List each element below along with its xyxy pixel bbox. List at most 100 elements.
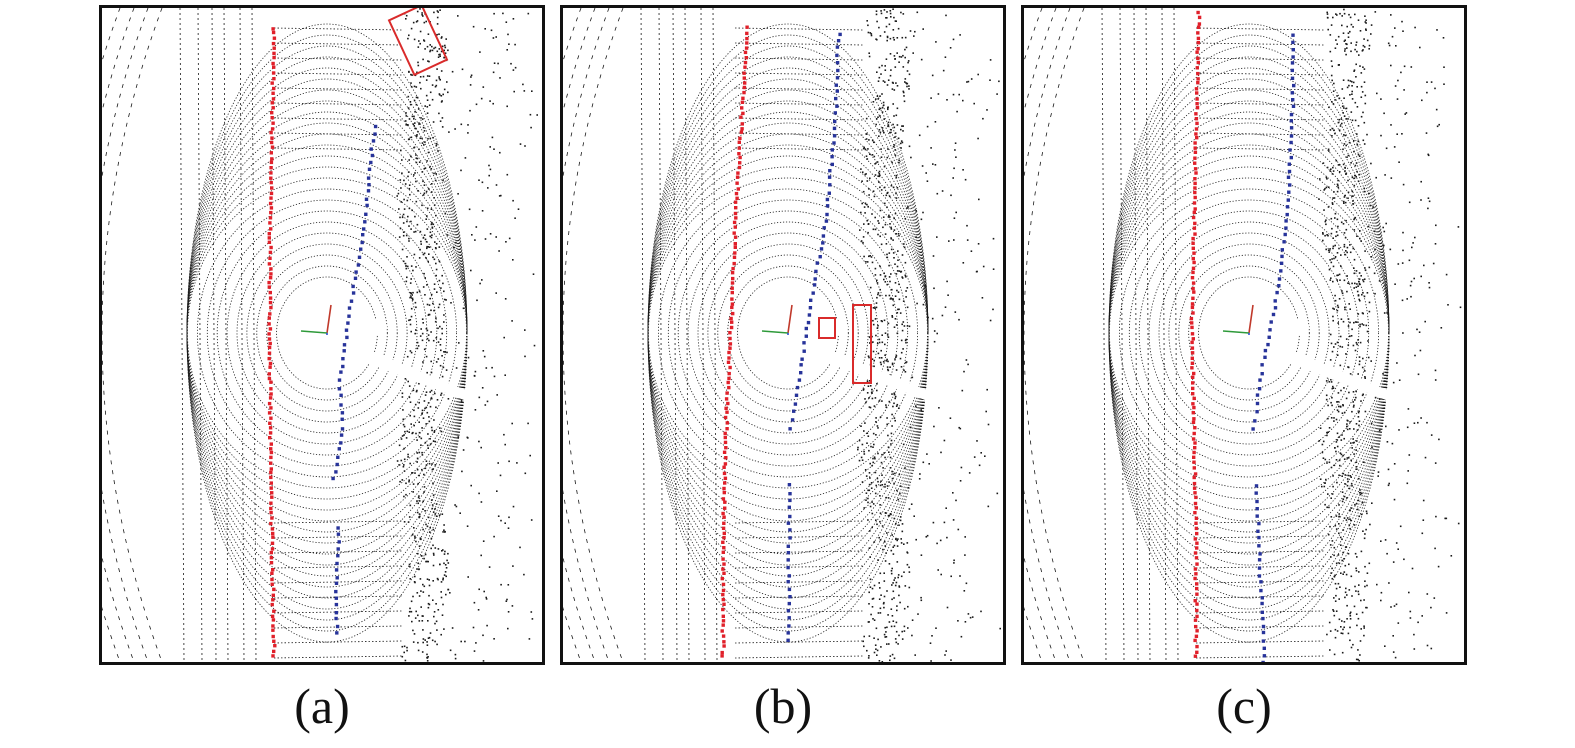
right-boundary-point: [1251, 427, 1255, 431]
vegetation-point: [423, 168, 426, 170]
vegetation-point: [906, 287, 909, 289]
vegetation-point: [421, 12, 423, 14]
vegetation-point: [431, 639, 434, 642]
vegetation-point: [1345, 53, 1347, 56]
vegetation-point: [432, 580, 434, 582]
left-boundary-point: [723, 500, 727, 504]
vegetation-point: [414, 575, 416, 578]
vegetation-point: [1366, 133, 1368, 136]
vegetation-point: [427, 620, 429, 622]
vegetation-point: [424, 510, 426, 512]
vegetation-point: [879, 416, 882, 418]
vegetation-point: [512, 18, 515, 20]
vegetation-point: [1341, 475, 1343, 477]
vegetation-point: [893, 482, 895, 485]
vegetation-point: [423, 252, 426, 255]
vegetation-point: [950, 575, 952, 578]
vegetation-point: [1326, 377, 1329, 379]
vegetation-point: [937, 93, 940, 95]
vegetation-point: [438, 53, 440, 56]
scan-line: [1195, 42, 1325, 46]
scan-ring: [1188, 265, 1310, 401]
vegetation-point: [418, 40, 420, 42]
left-boundary-point: [1195, 531, 1199, 536]
vegetation-point: [435, 406, 437, 409]
vegetation-point: [1353, 404, 1355, 407]
vegetation-point: [881, 484, 884, 486]
vegetation-point: [441, 274, 443, 277]
vegetation-point: [464, 157, 467, 159]
vegetation-point: [897, 538, 899, 540]
vegetation-point: [906, 85, 908, 88]
vegetation-point: [887, 124, 890, 126]
vegetation-point: [430, 537, 433, 540]
vegetation-point: [461, 68, 464, 71]
vegetation-point: [1363, 599, 1365, 601]
vegetation-point: [892, 186, 895, 189]
right-boundary-point: [1288, 148, 1292, 152]
vegetation-point: [442, 549, 444, 551]
vegetation-point: [1354, 13, 1356, 16]
left-boundary-point: [745, 41, 749, 45]
left-boundary-point: [270, 491, 274, 495]
vegetation-point: [869, 505, 872, 508]
vegetation-point: [1359, 30, 1362, 32]
vegetation-point: [1349, 335, 1351, 338]
vegetation-point: [1413, 648, 1416, 650]
right-boundary-point: [1258, 552, 1262, 556]
vegetation-point: [865, 138, 868, 140]
highlight-box: [852, 304, 872, 384]
vegetation-point: [1331, 101, 1333, 103]
right-boundary-point: [342, 349, 346, 353]
vegetation-point: [1355, 63, 1357, 66]
vegetation-point: [434, 508, 436, 510]
left-boundary-point: [1192, 417, 1196, 421]
left-boundary-point: [727, 371, 731, 376]
left-boundary-point: [1195, 629, 1199, 633]
vegetation-point: [430, 191, 433, 193]
vegetation-point: [971, 616, 974, 618]
vegetation-point: [1325, 394, 1328, 397]
vegetation-point: [1434, 379, 1437, 381]
left-boundary-point: [267, 411, 272, 415]
vegetation-point: [1330, 556, 1332, 558]
left-boundary-point: [1196, 41, 1200, 45]
vegetation-point: [423, 234, 426, 236]
vegetation-point: [1428, 286, 1431, 289]
vegetation-point: [1395, 603, 1398, 606]
left-boundary-point: [271, 634, 275, 639]
scan-line: [273, 72, 403, 76]
vegetation-point: [1351, 195, 1353, 197]
vegetation-point: [1362, 279, 1364, 281]
vegetation-point: [886, 366, 889, 368]
vegetation-point: [1408, 454, 1411, 456]
vegetation-point: [1334, 244, 1336, 247]
vegetation-point: [1357, 649, 1359, 651]
vegetation-point: [1335, 610, 1338, 612]
vegetation-point: [881, 93, 883, 95]
vegetation-point: [885, 404, 887, 406]
vegetation-point: [460, 400, 463, 402]
vegetation-point: [414, 472, 416, 474]
vegetation-point: [1337, 582, 1340, 585]
right-boundary-point: [1289, 140, 1293, 145]
right-boundary-point: [342, 343, 347, 347]
vegetation-point: [896, 52, 898, 54]
vegetation-point: [1334, 343, 1337, 345]
vegetation-point: [439, 563, 441, 566]
right-boundary-point: [336, 547, 340, 551]
vegetation-point: [962, 99, 964, 102]
vegetation-point: [1340, 254, 1342, 256]
vegetation-point: [984, 455, 986, 457]
vegetation-point: [427, 151, 430, 154]
vegetation-point: [482, 350, 485, 352]
vegetation-point: [446, 234, 449, 236]
left-boundary-point: [268, 426, 273, 430]
vegetation-point: [1354, 101, 1357, 104]
vegetation-point: [428, 636, 431, 639]
vegetation-point: [1332, 90, 1335, 92]
left-boundary-point: [1193, 221, 1197, 226]
vegetation-point: [426, 99, 429, 101]
vegetation-point: [896, 332, 899, 335]
left-boundary-point: [273, 644, 277, 648]
